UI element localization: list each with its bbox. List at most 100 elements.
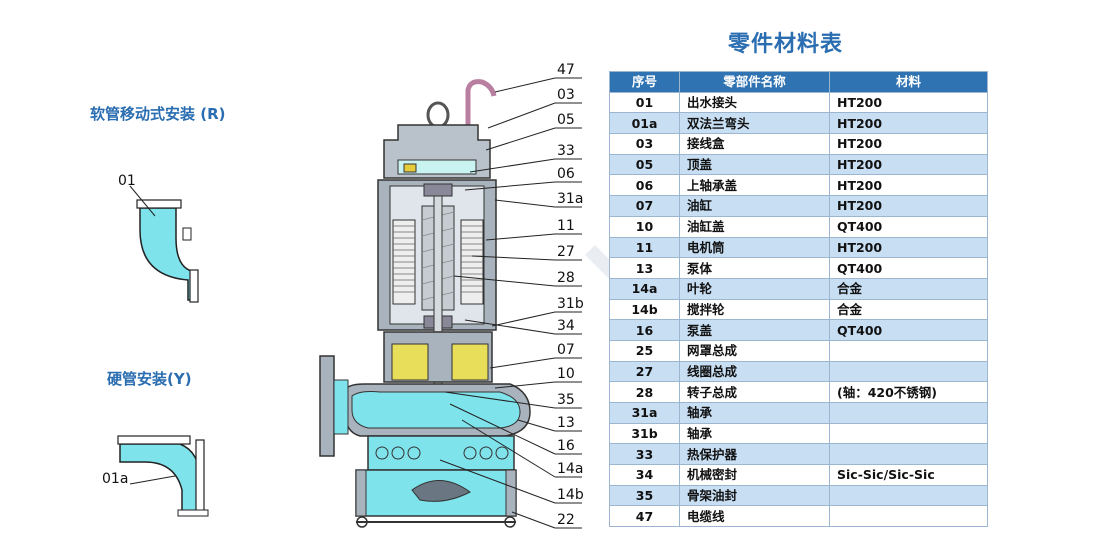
cell-part-name: 泵体 [679,257,830,279]
cell-part-name: 电机筒 [679,236,830,259]
cell-index: 31b [609,422,680,445]
cell-index: 10 [609,215,680,238]
cell-part-name: 轴承 [679,402,830,424]
pump-body [319,79,531,528]
cell-index: 05 [609,153,680,176]
cell-part-name: 网罩总成 [679,339,830,362]
cell-index: 35 [609,484,680,507]
cell-material [829,360,988,383]
callout-35: 35 [557,392,575,408]
cell-index: 25 [609,339,680,362]
callout-07: 07 [557,342,575,358]
cell-material: QT400 [829,319,988,341]
callout-13: 13 [557,415,575,431]
part-label-01a: 01a [102,471,129,487]
callout-31b: 31b [557,296,584,312]
cell-part-name: 电缆线 [679,505,830,528]
cell-index: 16 [609,319,680,341]
callout-31a: 31a [557,191,584,207]
callout-16: 16 [557,438,575,454]
cell-index: 11 [609,236,680,259]
cell-index: 14a [609,277,680,300]
cell-part-name: 油缸 [679,195,830,217]
cell-index: 34 [609,464,680,486]
cell-part-name: 顶盖 [679,153,830,176]
cell-material: 合金 [829,298,988,321]
table-header-row: 序号 零部件名称 材料 [609,71,988,93]
cell-index: 01a [609,112,680,135]
callout-underlines [555,77,582,529]
parts-table-title: 零件材料表 [728,32,844,57]
rigid-install-label: 硬管安装(Y) [107,370,192,388]
cell-part-name: 上轴承盖 [679,174,830,197]
callout-27: 27 [557,244,575,260]
hose-install-label: 软管移动式安装 (R) [90,105,226,123]
cell-part-name: 叶轮 [679,277,830,300]
leader-lines [439,77,556,529]
cell-index: 27 [609,360,680,383]
cell-part-name: 转子总成 [679,381,830,403]
cell-index: 47 [609,505,680,528]
cell-index: 06 [609,174,680,197]
callout-22: 22 [557,512,575,528]
cell-material: (轴：420不锈钢) [829,381,988,403]
callout-34: 34 [557,318,575,334]
cell-part-name: 线圈总成 [679,360,830,383]
cell-material [829,402,988,424]
cell-material: HT200 [829,112,988,135]
cell-material: HT200 [829,174,988,197]
cell-part-name: 轴承 [679,422,830,445]
cell-material [829,443,988,466]
callout-03: 03 [557,87,575,103]
callout-06: 06 [557,166,575,182]
cell-material [829,339,988,362]
callout-28: 28 [557,270,575,286]
callout-14a: 14a [557,461,584,477]
header-part-name: 零部件名称 [679,71,830,93]
cell-part-name: 搅拌轮 [679,298,830,321]
cell-part-name: 骨架油封 [679,484,830,507]
cell-index: 28 [609,381,680,403]
cell-part-name: 双法兰弯头 [679,112,830,135]
rigid-elbow-01a [117,435,209,517]
cell-index: 33 [609,443,680,466]
cell-part-name: 热保护器 [679,443,830,466]
cell-material [829,422,988,445]
cell-part-name: 接线盒 [679,133,830,155]
callout-10: 10 [557,366,575,382]
cell-material: HT200 [829,195,988,217]
cell-part-name: 出水接头 [679,91,830,114]
callout-14b: 14b [557,487,584,503]
callout-47: 47 [557,62,575,78]
cell-part-name: 泵盖 [679,319,830,341]
cell-index: 14b [609,298,680,321]
cell-material: HT200 [829,153,988,176]
cell-material: HT200 [829,133,988,155]
cell-index: 13 [609,257,680,279]
cell-part-name: 机械密封 [679,464,830,486]
callout-11: 11 [557,218,575,234]
header-index: 序号 [609,71,680,93]
cell-material: QT400 [829,215,988,238]
header-material: 材料 [829,71,988,93]
cell-part-name: 油缸盖 [679,215,830,238]
